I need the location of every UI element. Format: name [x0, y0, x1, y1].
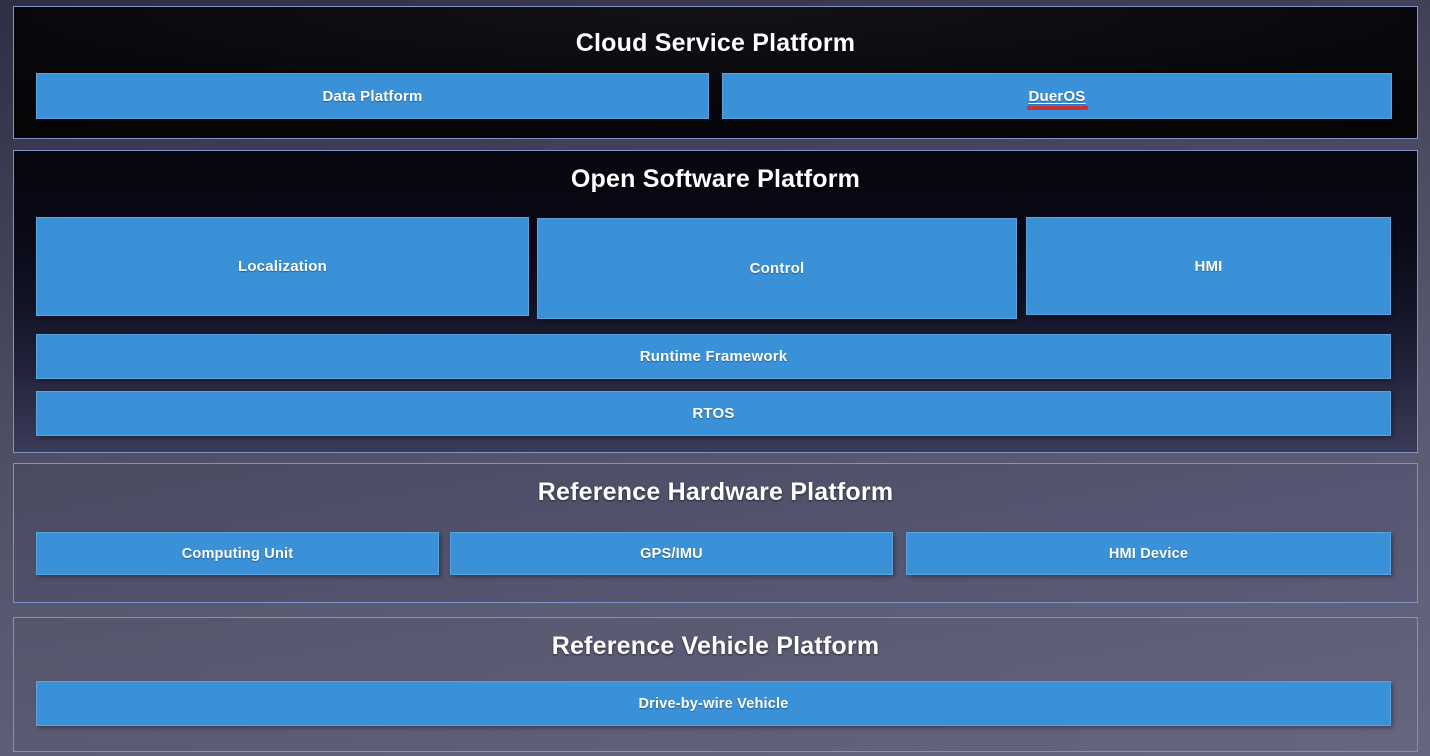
box-label-data-platform: Data Platform [322, 87, 423, 105]
layer-title-reference-hardware-platform: Reference Hardware Platform [537, 478, 894, 506]
layer-title-open-software-platform: Open Software Platform [570, 165, 861, 193]
layer-panel-cloud-service-platform: Cloud Service Platform Data Platform Due… [13, 6, 1418, 139]
box-label-control: Control [749, 260, 805, 277]
box-label-dueros: DuerOS [1027, 87, 1088, 110]
box-localization[interactable]: Localization [36, 217, 529, 316]
box-label-hmi-device: HMI Device [1108, 545, 1189, 562]
layer-panel-reference-hardware-platform: Reference Hardware Platform Computing Un… [13, 463, 1418, 603]
box-label-gps-imu: GPS/IMU [640, 545, 703, 562]
box-label-hmi: HMI [1194, 257, 1223, 275]
box-runtime-framework[interactable]: Runtime Framework [36, 334, 1391, 379]
box-data-platform[interactable]: Data Platform [36, 73, 709, 119]
box-label-runtime-framework: Runtime Framework [639, 348, 788, 365]
box-label-drive-by-wire-vehicle: Drive-by-wire Vehicle [638, 695, 789, 712]
layer-panel-open-software-platform: Open Software Platform Localization Cont… [13, 150, 1418, 453]
box-drive-by-wire-vehicle[interactable]: Drive-by-wire Vehicle [36, 681, 1391, 726]
layer-title-reference-vehicle-platform: Reference Vehicle Platform [551, 632, 880, 660]
box-control[interactable]: Control [537, 218, 1017, 319]
box-gps-imu[interactable]: GPS/IMU [450, 532, 893, 575]
box-computing-unit[interactable]: Computing Unit [36, 532, 439, 575]
box-hmi[interactable]: HMI [1026, 217, 1391, 315]
box-rtos[interactable]: RTOS [36, 391, 1391, 436]
layer-panel-reference-vehicle-platform: Reference Vehicle Platform Drive-by-wire… [13, 617, 1418, 752]
box-label-computing-unit: Computing Unit [181, 545, 294, 562]
box-label-rtos: RTOS [692, 405, 735, 422]
box-dueros[interactable]: DuerOS [722, 73, 1392, 119]
box-label-localization: Localization [237, 258, 328, 275]
box-hmi-device[interactable]: HMI Device [906, 532, 1391, 575]
layer-title-cloud-service-platform: Cloud Service Platform [575, 29, 856, 57]
